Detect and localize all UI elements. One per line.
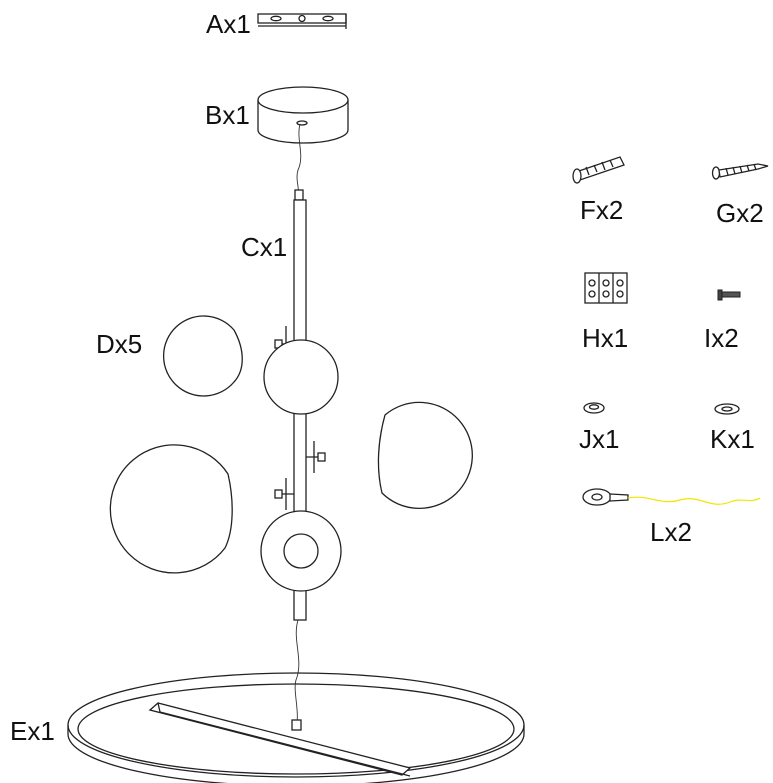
label-part-h: Hx1 — [582, 323, 628, 353]
part-g-screw — [711, 163, 769, 180]
part-i-bolt — [717, 289, 741, 301]
part-f-wall-anchor — [572, 156, 625, 184]
socket-stub-3 — [274, 478, 294, 510]
label-part-b: Bx1 — [205, 100, 250, 130]
label-part-a: Ax1 — [206, 9, 251, 39]
part-k-washer — [714, 403, 740, 415]
label-part-k: Kx1 — [710, 424, 755, 454]
part-j-nut — [583, 402, 605, 414]
label-part-d: Dx5 — [96, 329, 142, 359]
globe-2 — [263, 339, 339, 415]
socket-stub-2 — [306, 441, 326, 473]
label-part-g: Gx2 — [716, 198, 764, 228]
suspension-cable-bottom — [294, 619, 300, 723]
part-a-mounting-bracket — [257, 13, 347, 29]
globe-1 — [163, 315, 243, 397]
globe-3 — [377, 401, 473, 510]
globe-4 — [109, 444, 233, 574]
label-part-j: Jx1 — [579, 424, 619, 454]
part-e-ring-frame — [67, 672, 525, 783]
label-part-i: Ix2 — [704, 323, 739, 353]
cable-connector-top — [294, 189, 304, 201]
label-part-l: Lx2 — [650, 517, 692, 547]
label-part-c: Cx1 — [241, 232, 287, 262]
globe-5-with-bulb — [260, 510, 342, 592]
part-h-terminal-block — [584, 272, 628, 304]
suspension-cable-top — [296, 123, 302, 197]
part-l-earth-wire — [582, 488, 761, 506]
label-part-e: Ex1 — [10, 716, 55, 746]
part-b-canopy — [257, 86, 349, 144]
label-part-f: Fx2 — [580, 195, 623, 225]
